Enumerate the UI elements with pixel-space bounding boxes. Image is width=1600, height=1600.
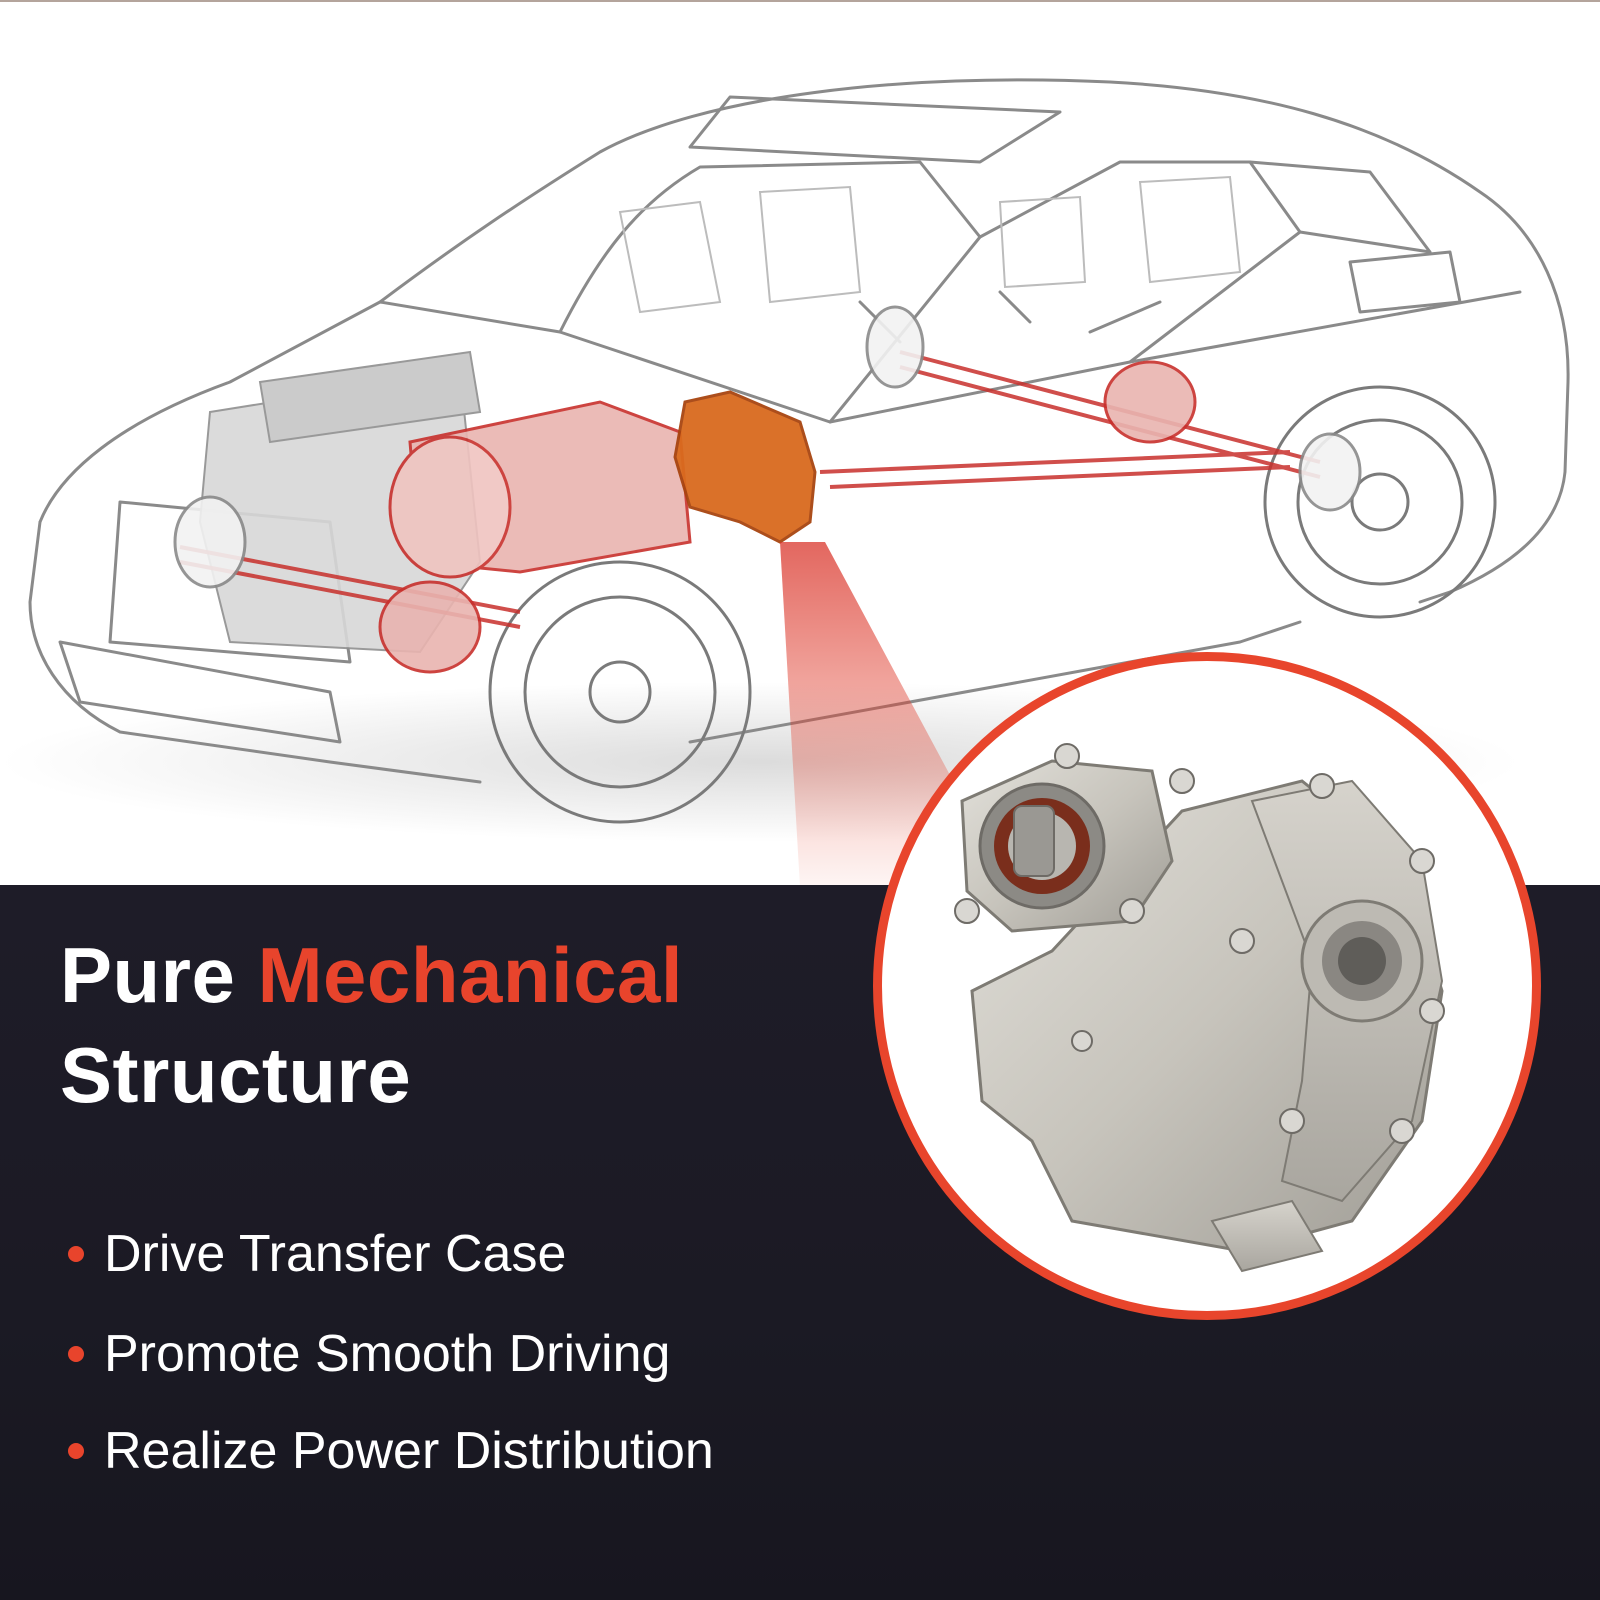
headline-word-accent: Mechanical xyxy=(257,931,684,1019)
car-illustration-panel xyxy=(0,0,1600,887)
headline-word-plain: Pure xyxy=(60,931,236,1019)
product-photo-frame xyxy=(873,652,1541,1320)
red-dot-bullet-icon xyxy=(68,1443,84,1459)
feature-item: Promote Smooth Driving xyxy=(68,1325,714,1383)
red-dot-bullet-icon xyxy=(68,1346,84,1362)
feature-label: Realize Power Distribution xyxy=(104,1422,714,1480)
feature-label: Drive Transfer Case xyxy=(104,1225,567,1283)
headline-line-2: Structure xyxy=(60,1031,412,1119)
red-dot-bullet-icon xyxy=(68,1246,84,1262)
headline: Pure Mechanical Structure xyxy=(60,925,683,1125)
feature-item: Realize Power Distribution xyxy=(68,1422,714,1480)
transfer-case-product-photo xyxy=(954,743,1445,1273)
feature-list: Drive Transfer Case Promote Smooth Drivi… xyxy=(68,1225,714,1527)
feature-item: Drive Transfer Case xyxy=(68,1225,714,1283)
feature-label: Promote Smooth Driving xyxy=(104,1325,671,1383)
highlighted-transfer-case xyxy=(673,390,817,544)
